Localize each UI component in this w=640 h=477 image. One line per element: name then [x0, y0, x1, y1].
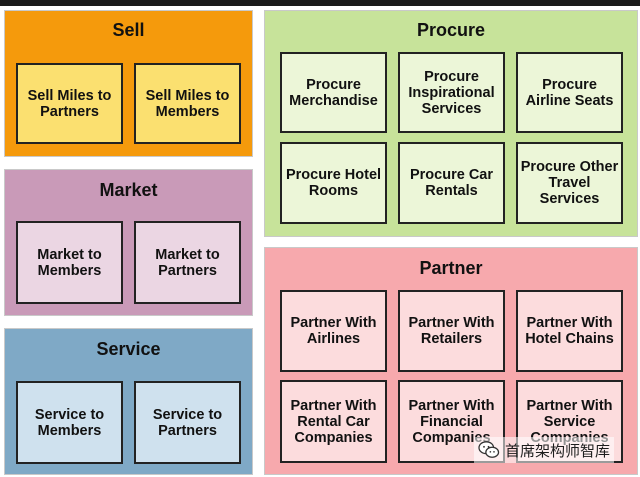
service-title: Service	[96, 339, 161, 359]
service-to-partners-box: Service to Partners	[134, 381, 241, 464]
market-title: Market	[99, 180, 158, 200]
partner-title: Partner	[419, 258, 483, 278]
top-edge-strip	[0, 0, 640, 6]
partner-with-hotel-chains-box: Partner With Hotel Chains	[516, 290, 623, 372]
procure-other-travel-services-box: Procure Other Travel Services	[516, 142, 623, 224]
procure-car-rentals-box: Procure Car Rentals	[398, 142, 505, 224]
market-to-members-box: Market to Members	[16, 221, 123, 304]
market-to-partners-box: Market to Partners	[134, 221, 241, 304]
sell-miles-to-partners-box: Sell Miles to Partners	[16, 63, 123, 144]
partner-with-airlines-box: Partner With Airlines	[280, 290, 387, 372]
partner-with-rental-car-companies-box: Partner With Rental Car Companies	[280, 380, 387, 463]
sell-title: Sell	[112, 20, 145, 40]
procure-inspirational-services-box: Procure Inspirational Services	[398, 52, 505, 133]
procure-panel: Procure Procure Merchandise Procure Insp…	[264, 10, 638, 237]
service-to-members-box: Service to Members	[16, 381, 123, 464]
watermark-text: 首席架构师智库	[505, 442, 611, 460]
service-panel: Service Service to Members Service to Pa…	[4, 328, 253, 475]
sell-panel: Sell Sell Miles to Partners Sell Miles t…	[4, 10, 253, 157]
market-panel: Market Market to Members Market to Partn…	[4, 169, 253, 316]
procure-title: Procure	[416, 20, 486, 40]
procure-merchandise-box: Procure Merchandise	[280, 52, 387, 133]
sell-miles-to-members-box: Sell Miles to Members	[134, 63, 241, 144]
wechat-icon	[478, 441, 500, 458]
procure-hotel-rooms-box: Procure Hotel Rooms	[280, 142, 387, 224]
watermark: 首席架构师智库	[474, 437, 615, 463]
partner-with-retailers-box: Partner With Retailers	[398, 290, 505, 372]
procure-airline-seats-box: Procure Airline Seats	[516, 52, 623, 133]
